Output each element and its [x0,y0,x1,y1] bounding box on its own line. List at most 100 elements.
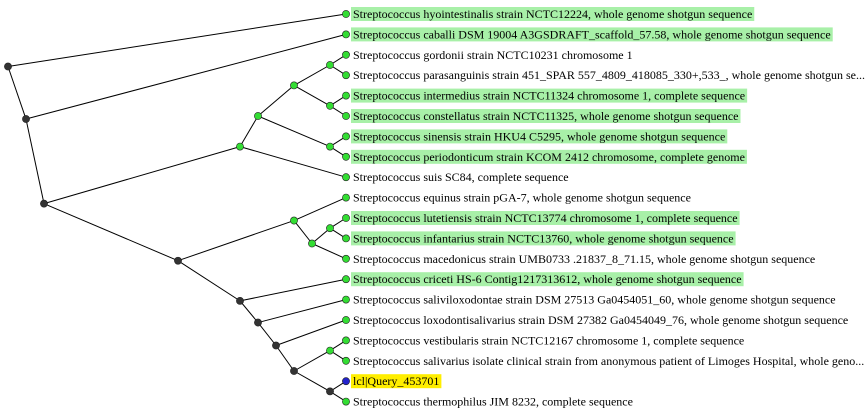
leaf-label[interactable]: Streptococcus macedonicus strain UMB0733… [353,252,815,266]
leaf-node[interactable] [342,91,350,100]
leaf-node[interactable] [342,132,350,141]
tree-branch [293,350,331,372]
leaf-label[interactable]: Streptococcus thermophilus JIM 8232, com… [353,395,633,409]
internal-node[interactable] [40,199,48,208]
internal-node[interactable] [290,367,298,375]
leaf-node[interactable] [342,295,350,304]
leaf-highlight [351,109,741,123]
tree-branch [43,203,179,262]
leaf-label[interactable]: Streptococcus equinus strain pGA-7, whol… [353,191,691,205]
tree-branch [257,85,295,117]
tree-branch [7,13,347,68]
tree-branch [239,278,347,302]
leaf-node[interactable] [342,254,350,263]
query-leaf-node[interactable] [342,377,350,386]
tree-branch [293,197,347,222]
tree-branch [239,146,347,178]
leaf-node[interactable] [342,214,350,222]
tree-branch [239,300,259,323]
leaf-node[interactable] [342,173,350,182]
tree-branch [257,115,331,148]
tree-branch [25,118,45,204]
internal-node[interactable] [254,318,262,327]
leaf-highlight [351,88,748,103]
leaf-highlight [351,27,833,42]
leaf-label[interactable]: Streptococcus suis SC84, complete sequen… [353,170,569,184]
leaf-node[interactable] [342,152,350,161]
leaf-node[interactable] [342,10,350,18]
leaf-highlight [351,149,747,164]
internal-node[interactable] [22,115,30,123]
query-leaf-label[interactable]: lcl|Query_453701 [353,374,439,388]
leaf-node[interactable] [342,356,350,365]
internal-node[interactable] [326,101,334,110]
leaf-label[interactable]: Streptococcus lutetiensis strain NCTC137… [353,211,738,225]
internal-node[interactable] [290,81,298,90]
leaf-label[interactable]: Streptococcus sinensis strain HKU4 C5295… [353,129,725,143]
leaf-node[interactable] [342,316,350,324]
tree-nodes [4,10,350,406]
internal-node[interactable] [290,216,298,225]
internal-node[interactable] [272,341,280,350]
leaf-label[interactable]: Streptococcus constellatus strain NCTC11… [353,109,738,123]
leaf-label[interactable]: Streptococcus periodonticum strain KCOM … [353,150,745,164]
tree-branch [177,220,295,262]
tree-branch [239,115,259,147]
leaf-node[interactable] [342,234,350,243]
internal-node[interactable] [326,142,334,151]
leaf-label[interactable]: Streptococcus hyointestinalis strain NCT… [353,7,752,21]
internal-node[interactable] [308,239,316,248]
leaf-highlight [351,272,744,287]
tree-branch [177,260,241,302]
internal-node[interactable] [236,142,244,151]
tree-branch [293,220,313,244]
internal-node[interactable] [326,387,334,396]
tree-branch [293,84,331,107]
internal-node[interactable] [254,112,262,120]
leaf-labels: Streptococcus hyointestinalis strain NCT… [353,7,865,409]
internal-node[interactable] [326,61,334,69]
leaf-node[interactable] [342,193,350,202]
leaf-label[interactable]: Streptococcus caballi DSM 19004 A3GSDRAF… [353,27,831,41]
tree-branch [7,66,27,120]
leaf-label[interactable]: Streptococcus vestibularis strain NCTC12… [353,333,744,347]
leaf-label[interactable]: Streptococcus parasanguinis strain 451_S… [353,68,865,82]
leaf-label[interactable]: Streptococcus intermedius strain NCTC113… [353,89,745,103]
tree-branch [275,319,347,346]
leaf-label[interactable]: Streptococcus infantarius strain NCTC137… [353,231,734,245]
tree-branch [293,64,331,86]
tree-branch [275,345,295,372]
query-highlight [351,374,442,389]
leaf-highlight [351,129,728,144]
leaf-node[interactable] [342,50,350,59]
leaf-label[interactable]: Streptococcus saliviloxodontae strain DS… [353,293,836,307]
leaf-label[interactable]: Streptococcus salivarius isolate clinica… [353,354,864,368]
tree-branch [43,146,241,205]
leaf-node[interactable] [342,71,350,80]
tree-branch [311,243,347,260]
tree-edges [7,13,347,403]
tree-branch [311,227,331,244]
leaf-label[interactable]: Streptococcus gordonii strain NCTC10231 … [353,48,633,62]
tree-branch [257,322,277,346]
leaf-highlight [351,231,736,246]
tree-branch [257,299,347,324]
leaf-node[interactable] [342,336,350,345]
internal-node[interactable] [236,296,244,305]
leaf-highlights [351,7,833,389]
leaf-highlight [351,7,755,21]
leaf-label[interactable]: Streptococcus loxodontisalivarius strain… [353,313,848,327]
internal-node[interactable] [174,256,182,265]
leaf-node[interactable] [342,30,350,39]
leaf-node[interactable] [342,397,350,406]
leaf-node[interactable] [342,275,350,284]
internal-node[interactable] [4,62,12,71]
tree-branch [293,370,331,392]
tree-branch [25,33,347,120]
internal-node[interactable] [326,224,334,233]
internal-node[interactable] [326,346,334,355]
leaf-highlight [351,211,740,225]
leaf-node[interactable] [342,112,350,120]
leaf-label[interactable]: Streptococcus criceti HS-6 Contig1217313… [353,272,742,286]
